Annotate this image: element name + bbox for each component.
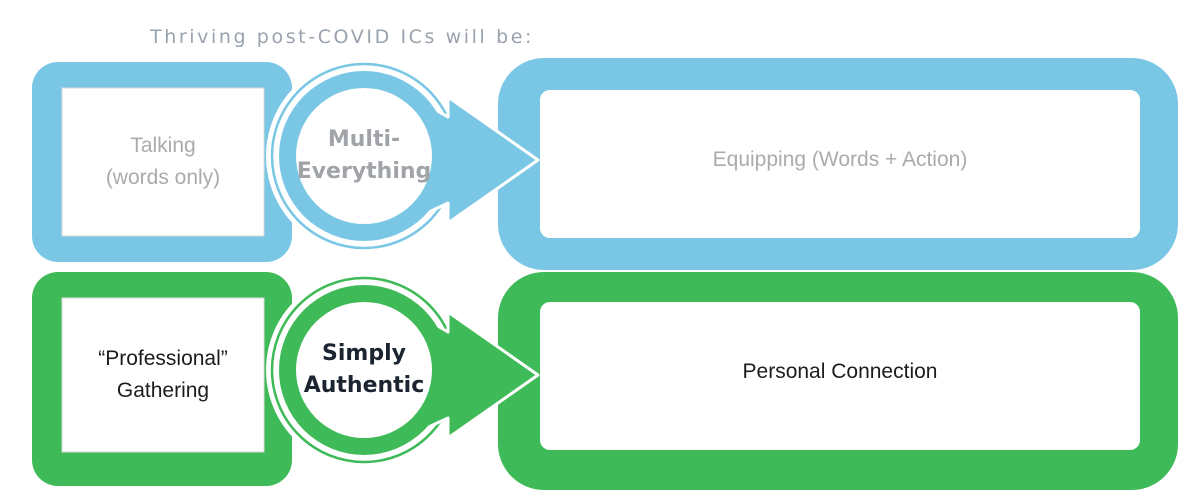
- row-2-arrow: [266, 272, 540, 468]
- row-1-circle-label: Multi- Everything: [297, 100, 432, 212]
- row-1-right-label: Equipping (Words + Action): [712, 148, 968, 171]
- row-2-left-label: “Professional” Gathering: [62, 298, 264, 452]
- row-2-left-box: [61, 297, 265, 453]
- row-2-circle-line-1: Simply: [322, 341, 406, 366]
- row-1-circle-line-1: Multi-: [327, 127, 401, 152]
- row-2-shapes: [32, 272, 1178, 490]
- row-1-circle-line-2: Everything: [296, 159, 432, 184]
- row-1-arrow: [266, 58, 540, 254]
- row-2-circle-line-2: Authentic: [303, 373, 425, 398]
- row-2-right-box: [540, 302, 1140, 450]
- row-1-left-line-2: (words only): [105, 166, 221, 189]
- row-2-left-line-1: “Professional”: [98, 347, 228, 370]
- diagram-title: Thriving post-COVID ICs will be:: [150, 26, 535, 48]
- row-1-left-label: Talking (words only): [62, 88, 264, 236]
- row-1-left-box: [61, 87, 265, 237]
- row-2-right-label: Personal Connection: [742, 360, 938, 383]
- row-1-right-box: [540, 90, 1140, 238]
- row-1-shapes: [32, 58, 1178, 270]
- row-2-circle-label: Simply Authentic: [300, 314, 428, 426]
- row-2-left-line-2: Gathering: [116, 379, 210, 402]
- row-1-left-line-1: Talking: [130, 134, 196, 157]
